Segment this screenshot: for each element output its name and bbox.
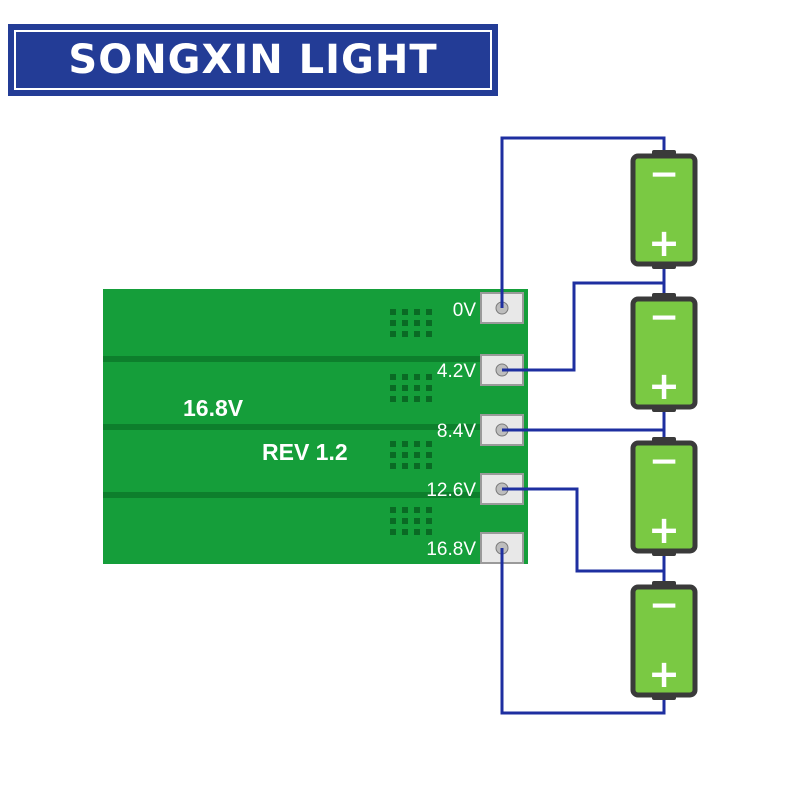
pcb-via <box>426 518 432 524</box>
pcb-via <box>402 518 408 524</box>
pcb-via <box>402 374 408 380</box>
pcb-via <box>426 385 432 391</box>
brand-name: SONGXIN LIGHT <box>68 37 438 83</box>
battery-positive-sign: + <box>648 652 680 696</box>
pcb-via <box>414 518 420 524</box>
pcb-via <box>414 441 420 447</box>
pcb-via <box>414 463 420 469</box>
battery-negative-sign: − <box>649 441 679 482</box>
battery-negative-sign: − <box>649 297 679 338</box>
battery-body <box>630 153 698 267</box>
pin-label-4v2: 4.2V <box>437 361 476 382</box>
brand-frame: SONGXIN LIGHT <box>14 30 492 90</box>
pcb-via <box>390 441 396 447</box>
pcb-via <box>426 463 432 469</box>
pcb-via <box>402 463 408 469</box>
pcb-via <box>402 331 408 337</box>
pcb-via <box>390 529 396 535</box>
pin-pads: 0V 4.2V 8.4V 12.6V 16.8V <box>426 292 524 564</box>
battery-positive-sign: + <box>648 221 680 265</box>
pcb-via <box>402 452 408 458</box>
battery-cell-1: − + <box>630 150 698 269</box>
pcb-via <box>390 320 396 326</box>
pcb-board: 16.8V REV 1.2 <box>103 289 528 564</box>
pcb-via <box>390 331 396 337</box>
battery-stack: − + − + − + − + <box>630 150 698 700</box>
pcb-via <box>390 507 396 513</box>
pcb-via <box>426 529 432 535</box>
pcb-via <box>402 507 408 513</box>
pcb-via <box>402 320 408 326</box>
pcb-via <box>390 309 396 315</box>
pcb-via <box>426 331 432 337</box>
pcb-via <box>426 507 432 513</box>
pcb-via <box>402 396 408 402</box>
battery-positive-sign: + <box>648 364 680 408</box>
via-array <box>390 309 432 535</box>
battery-body <box>630 584 698 698</box>
wire-12v6 <box>502 487 664 573</box>
board-revision-label: REV 1.2 <box>262 439 348 465</box>
pcb-via <box>414 452 420 458</box>
pcb-via <box>426 309 432 315</box>
pcb-trace-divider <box>103 424 523 430</box>
battery-positive-sign: + <box>648 508 680 552</box>
pin-label-0v: 0V <box>453 300 477 321</box>
battery-cell-2: − + <box>630 293 698 412</box>
battery-body <box>630 440 698 554</box>
pcb-via <box>414 374 420 380</box>
pcb-via <box>414 385 420 391</box>
pcb-via <box>402 441 408 447</box>
pin-label-16v8: 16.8V <box>426 539 476 560</box>
pcb-via <box>426 396 432 402</box>
wire-4v2 <box>502 281 664 372</box>
pcb-via <box>414 309 420 315</box>
pcb-trace-divider <box>103 492 523 498</box>
pcb-via <box>390 463 396 469</box>
battery-negative-sign: − <box>649 154 679 195</box>
pcb-via <box>390 396 396 402</box>
battery-cell-4: − + <box>630 581 698 700</box>
pcb-via <box>414 396 420 402</box>
pcb-trace-divider <box>103 356 523 362</box>
pcb-via <box>390 374 396 380</box>
pcb-via <box>390 452 396 458</box>
pin-label-8v4: 8.4V <box>437 421 476 442</box>
wiring <box>500 136 666 715</box>
pcb-via <box>414 320 420 326</box>
wire-0v <box>500 136 666 308</box>
pcb-via <box>402 529 408 535</box>
pcb-via <box>426 452 432 458</box>
pcb-via <box>426 320 432 326</box>
pcb-via <box>402 385 408 391</box>
pin-label-12v6: 12.6V <box>426 480 476 501</box>
battery-body <box>630 296 698 410</box>
pcb-via <box>402 309 408 315</box>
battery-cell-3: − + <box>630 437 698 556</box>
pcb-via <box>390 518 396 524</box>
pcb-via <box>426 441 432 447</box>
battery-negative-sign: − <box>649 585 679 626</box>
pcb-via <box>426 374 432 380</box>
board-voltage-label: 16.8V <box>183 395 244 421</box>
pcb-via <box>414 331 420 337</box>
pcb-via <box>414 507 420 513</box>
wire-16v8 <box>500 548 666 715</box>
pcb-via <box>414 529 420 535</box>
brand-banner: SONGXIN LIGHT <box>8 24 498 96</box>
pcb-via <box>390 385 396 391</box>
